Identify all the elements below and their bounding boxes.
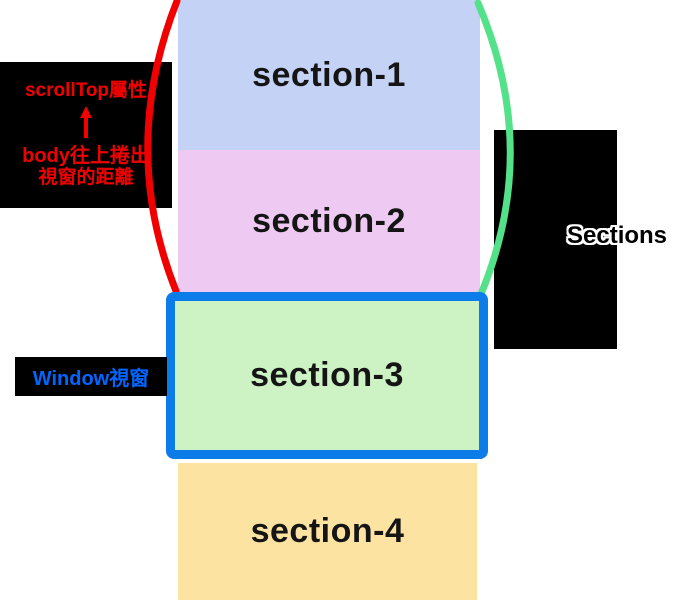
section-2-block: section-2 — [178, 150, 480, 293]
right-callout-box — [494, 130, 617, 349]
scrolltop-callout-desc1: body往上捲出 — [22, 145, 150, 167]
up-arrow-icon — [78, 105, 94, 139]
scrolltop-callout-box: scrollTop屬性 body往上捲出 視窗的距離 — [0, 62, 172, 208]
section-3-block: section-3 — [175, 301, 479, 450]
section-1-block: section-1 — [178, 0, 480, 150]
section-2-label: section-2 — [252, 202, 406, 240]
right-callout-label: Sections — [567, 222, 668, 249]
scrolltop-callout-desc2: 視窗的距離 — [38, 167, 134, 188]
section-1-label: section-1 — [252, 55, 406, 94]
window-callout-box: Window視窗 — [15, 357, 167, 396]
scrolltop-callout-title: scrollTop屬性 — [24, 80, 148, 102]
section-4-label: section-4 — [250, 512, 405, 550]
section-3-label: section-3 — [250, 356, 404, 394]
window-callout-label: Window視窗 — [32, 368, 150, 390]
viewport-window-box: section-3 — [166, 292, 488, 459]
section-4-block: section-4 — [178, 463, 477, 600]
up-arrow-shape — [80, 106, 92, 138]
